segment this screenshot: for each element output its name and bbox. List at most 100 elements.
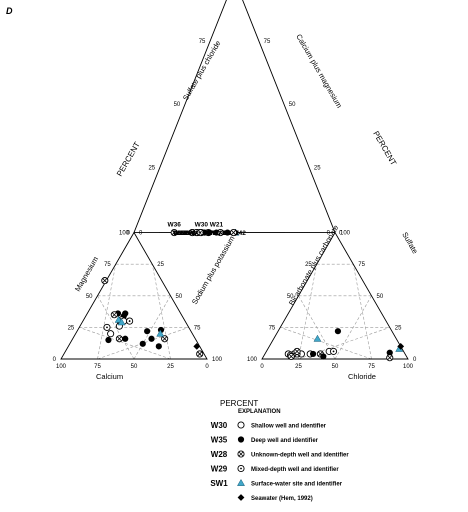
point-label-w26: W26 <box>178 230 192 237</box>
point-label-w21: W21 <box>210 222 224 229</box>
chloride-tick-label: 25 <box>295 364 302 370</box>
point-label-sw2: SW2 <box>180 230 194 237</box>
bicarbonate-axis-label: Bicarbonate plus carbonate <box>287 223 340 307</box>
bicarbonate-tick-label: 0 <box>327 231 331 237</box>
shallow-well-circle <box>107 330 115 338</box>
diamond-right-tick-label: 0 <box>339 231 343 237</box>
unknown-well-cross <box>111 312 117 318</box>
deep-well-dot <box>139 340 146 347</box>
deep-well-dot <box>320 353 327 360</box>
cation-grid-line <box>151 264 171 360</box>
sulfate-tick-label: 75 <box>358 262 365 268</box>
deep-marker <box>122 335 129 342</box>
point-label-w40: W40 <box>215 230 229 237</box>
unknown-marker <box>161 335 169 343</box>
sodium-potassium-tick-label: 100 <box>212 357 223 363</box>
chloride-axis-label: Chloride <box>348 372 376 381</box>
surface-water-triangle <box>313 334 322 342</box>
sulfate-tick-label: 0 <box>413 357 417 363</box>
bicarbonate-tick-label: 100 <box>247 357 258 363</box>
point-label-w27: W27 <box>173 230 187 237</box>
deep-marker <box>386 349 393 356</box>
diamond-frame <box>133 0 336 234</box>
unknown-well-cross <box>197 351 203 357</box>
shallow-well-circle <box>237 421 245 429</box>
legend-title: EXPLANATION <box>238 409 281 415</box>
deep-well-dot <box>334 328 342 335</box>
sodium-potassium-tick-label: 25 <box>157 262 164 268</box>
legend-id-shallow: W30 <box>211 421 228 430</box>
diamond-marker <box>193 342 201 350</box>
mixed-marker <box>329 347 338 355</box>
unknown-well-cross <box>171 230 177 235</box>
sulfate-tick-label: 100 <box>340 231 351 237</box>
deep-marker <box>144 328 151 335</box>
calcium-magnesium-tick-label: 50 <box>289 102 296 108</box>
bicarbonate-tick-label: 75 <box>269 325 276 331</box>
seawater-diamond <box>397 342 405 350</box>
point-label-w24: W24 <box>186 230 200 237</box>
deep-marker <box>105 336 112 344</box>
legend-label-seawater: Seawater (Hem, 1992) <box>251 496 313 502</box>
cation-grid-line <box>79 327 171 360</box>
cation-grid-line <box>97 264 117 360</box>
sulfate-chloride-axis-label: Sulfate plus chloride <box>181 39 223 102</box>
deep-marker <box>224 229 231 236</box>
unknown-well-cross <box>162 336 168 342</box>
sulfate-chloride-tick-label: 50 <box>174 102 181 108</box>
point-label-w33: W33 <box>191 230 205 237</box>
magnesium-tick-label: 100 <box>119 231 130 237</box>
unknown-well-cross <box>102 278 108 283</box>
point-label-w25: W25 <box>174 230 188 237</box>
unknown-well-cross <box>387 355 393 361</box>
mixed-well-dot <box>332 350 335 353</box>
magnesium-axis-label: Magnesium <box>73 255 100 293</box>
unknown-well-cross <box>288 354 294 359</box>
chloride-tick-label: 0 <box>260 364 264 370</box>
deep-marker <box>206 229 213 236</box>
legend-id-unknown: W28 <box>211 450 228 459</box>
mixed-well-dot <box>128 320 131 322</box>
deep-marker <box>139 340 146 347</box>
mixed-well-dot <box>240 467 242 470</box>
surface-marker <box>156 329 165 337</box>
mixed-marker <box>196 229 204 237</box>
legend-label-shallow: Shallow well and identifier <box>251 423 327 429</box>
legend-id-mixed: W29 <box>211 465 228 474</box>
point-label-w30: W30 <box>195 222 209 229</box>
unknown-marker <box>170 229 178 237</box>
data-point-layer: W36W34W30W35SW2SW1W27W32W19W31W25W28W26W… <box>101 222 405 362</box>
point-label-w32: W32 <box>174 230 188 237</box>
cation-grid-line <box>97 327 189 360</box>
shallow-marker <box>107 330 115 338</box>
legend-label-surface: Surface-water site and identifier <box>251 481 343 487</box>
diamond-marker <box>397 342 405 350</box>
bicarbonate-tick-label: 25 <box>305 262 312 268</box>
chloride-tick-label: 50 <box>332 364 339 370</box>
point-label-w29: W29 <box>182 230 196 237</box>
cation-triangle-frame <box>60 231 208 360</box>
deep-well-dot <box>122 335 129 342</box>
point-label-w36: W36 <box>168 222 182 229</box>
percent-label-bottom: PERCENT <box>220 399 258 408</box>
unknown-marker <box>287 352 295 361</box>
anion-grid-line <box>352 264 372 360</box>
legend-id-deep: W35 <box>211 436 228 445</box>
deep-well-dot <box>206 229 213 236</box>
unknown-well-cross <box>238 451 244 457</box>
magnesium-tick-label: 75 <box>104 262 111 268</box>
unknown-well-cross <box>231 230 236 235</box>
bicarbonate-tick-label: 50 <box>287 294 294 300</box>
unknown-marker <box>110 311 118 319</box>
percent-label-left: PERCENT <box>115 140 142 178</box>
unknown-well-cross <box>318 351 323 357</box>
calcium-magnesium-tick-label: 75 <box>264 39 271 45</box>
deep-marker <box>320 353 327 360</box>
point-label-w42: W42 <box>232 230 246 237</box>
unknown-well-cross <box>218 230 223 235</box>
calcium-magnesium-tick-label: 25 <box>314 165 321 171</box>
sodium-potassium-axis-label: Sodium plus potassium <box>190 234 237 306</box>
